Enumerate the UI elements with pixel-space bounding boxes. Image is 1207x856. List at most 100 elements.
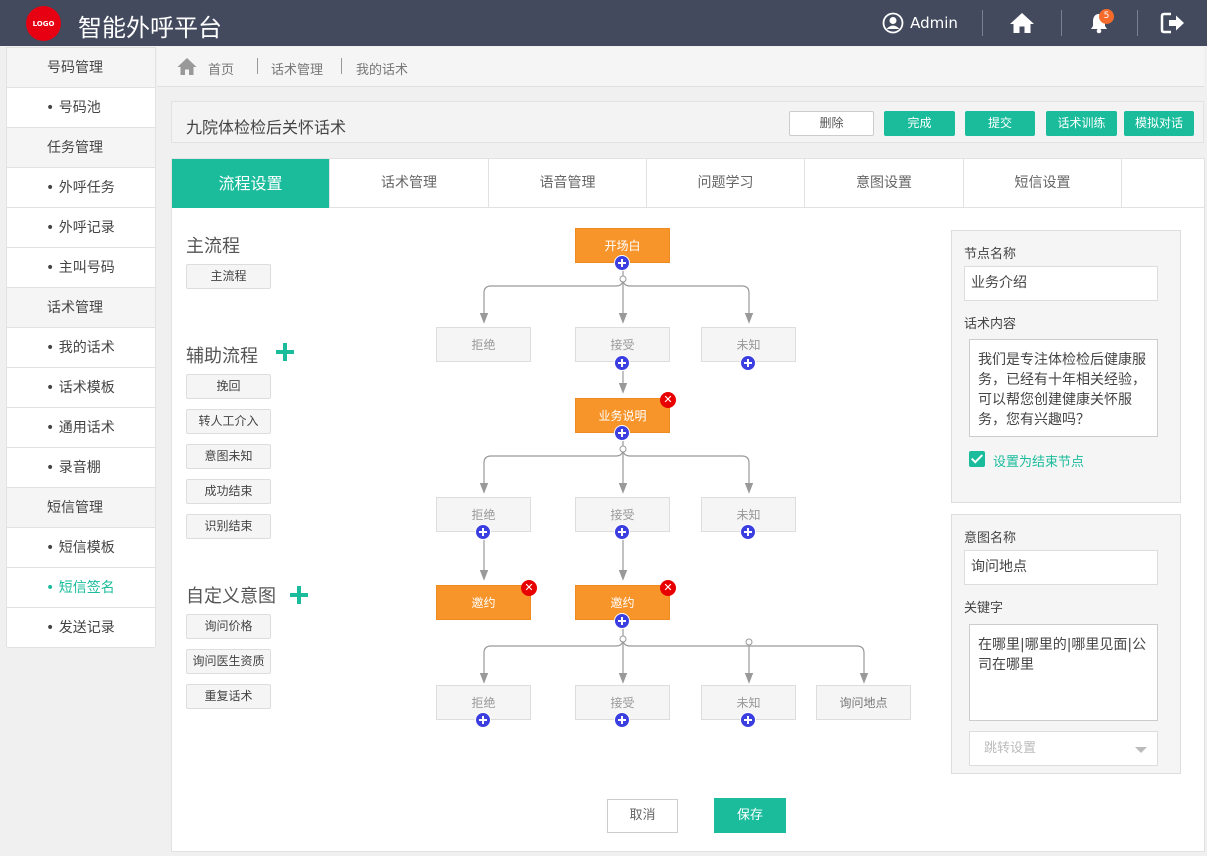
aux-flow-item[interactable]: 意图未知: [186, 444, 271, 469]
tab-script-management[interactable]: 话术管理: [330, 159, 489, 208]
breadcrumb-script-management[interactable]: 话术管理: [271, 63, 324, 78]
logout-icon: [1160, 12, 1184, 34]
home-button[interactable]: [1005, 0, 1039, 46]
add-node-icon[interactable]: [614, 613, 630, 629]
script-content-textarea[interactable]: 我们是专注体检检后健康服务，已经有十年相关经验，可以帮您创建健康关怀服务，您有兴…: [969, 339, 1158, 437]
sidebar: 号码管理 • 号码池 任务管理 • 外呼任务 • 外呼记录 • 主叫号码 话术管…: [6, 47, 156, 648]
intent-name-label: 意图名称: [964, 531, 1017, 546]
divider: [982, 10, 983, 36]
divider: [1061, 10, 1062, 36]
intent-settings-panel: 意图名称 询问地点 关键字 在哪里|哪里的|哪里见面|公司在哪里 跳转设置: [951, 514, 1181, 774]
end-node-label[interactable]: 设置为结束节点: [993, 455, 1085, 470]
tab-intent-settings[interactable]: 意图设置: [805, 159, 964, 208]
add-node-icon[interactable]: [475, 712, 491, 728]
sidebar-item-outbound-task[interactable]: • 外呼任务: [7, 168, 155, 208]
custom-intent-item[interactable]: 询问医生资质: [186, 649, 271, 674]
breadcrumb-separator: [341, 58, 342, 74]
sidebar-item-script-template[interactable]: • 话术模板: [7, 368, 155, 408]
custom-intent-title: 自定义意图: [186, 586, 276, 607]
breadcrumb-my-script: 我的话术: [356, 63, 409, 78]
node-settings-panel: 节点名称 业务介绍 话术内容 我们是专注体检检后健康服务，已经有十年相关经验，可…: [951, 230, 1181, 503]
sidebar-item-caller-number[interactable]: • 主叫号码: [7, 248, 155, 288]
add-aux-flow-icon[interactable]: [276, 343, 294, 361]
aux-flow-item[interactable]: 成功结束: [186, 479, 271, 504]
save-button[interactable]: 保存: [714, 798, 786, 833]
breadcrumb-separator: [257, 58, 258, 74]
branch-node-accept[interactable]: 接受: [575, 327, 670, 362]
cancel-button[interactable]: 取消: [607, 799, 678, 833]
script-header: 九院体检检后关怀话术 删除 完成 提交 话术训练 模拟对话: [171, 101, 1204, 143]
breadcrumb: 首页 话术管理 我的话术: [157, 47, 1204, 87]
sidebar-header-script[interactable]: 话术管理: [7, 288, 155, 328]
user-menu[interactable]: Admin: [880, 0, 960, 46]
node-name-input[interactable]: 业务介绍: [964, 266, 1158, 301]
complete-button[interactable]: 完成: [884, 111, 955, 136]
keyword-textarea[interactable]: 在哪里|哪里的|哪里见面|公司在哪里: [969, 624, 1158, 721]
main-flow-item[interactable]: 主流程: [186, 264, 271, 289]
tab-sms-settings[interactable]: 短信设置: [964, 159, 1122, 208]
sidebar-item-my-script[interactable]: • 我的话术: [7, 328, 155, 368]
notification-badge: 5: [1099, 9, 1114, 24]
sidebar-item-outbound-record[interactable]: • 外呼记录: [7, 208, 155, 248]
intent-name-input[interactable]: 询问地点: [964, 550, 1158, 585]
tab-question-learning[interactable]: 问题学习: [647, 159, 805, 208]
delete-node-icon[interactable]: ✕: [521, 580, 537, 596]
add-node-icon[interactable]: [740, 712, 756, 728]
logout-button[interactable]: [1158, 0, 1188, 46]
sidebar-item-common-script[interactable]: • 通用话术: [7, 408, 155, 448]
chevron-down-icon: [1135, 747, 1147, 753]
user-icon: [882, 12, 904, 34]
sidebar-item-number-pool[interactable]: • 号码池: [7, 88, 155, 128]
add-node-icon[interactable]: [614, 255, 630, 271]
aux-flow-item[interactable]: 转人工介入: [186, 409, 271, 434]
delete-node-icon[interactable]: ✕: [660, 392, 676, 408]
add-node-icon[interactable]: [614, 425, 630, 441]
sidebar-item-recording-studio[interactable]: • 录音棚: [7, 448, 155, 488]
app-title: 智能外呼平台: [78, 14, 222, 42]
user-name: Admin: [910, 14, 958, 32]
aux-flow-title: 辅助流程: [186, 346, 258, 367]
flow-connectors: [479, 255, 869, 684]
add-node-icon[interactable]: [740, 355, 756, 371]
jump-settings-placeholder: 跳转设置: [984, 741, 1037, 756]
add-node-icon[interactable]: [740, 524, 756, 540]
logo-text: LOGO: [32, 19, 55, 28]
sidebar-header-number[interactable]: 号码管理: [7, 48, 155, 88]
custom-intent-item[interactable]: 重复话术: [186, 684, 271, 709]
jump-settings-select[interactable]: 跳转设置: [969, 731, 1158, 766]
divider: [1137, 10, 1138, 36]
top-bar: LOGO 智能外呼平台 Admin 5: [0, 0, 1207, 46]
submit-button[interactable]: 提交: [965, 111, 1035, 136]
sidebar-header-task[interactable]: 任务管理: [7, 128, 155, 168]
add-custom-intent-icon[interactable]: [290, 586, 308, 604]
breadcrumb-home[interactable]: 首页: [208, 63, 235, 78]
script-title: 九院体检检后关怀话术: [186, 118, 347, 137]
add-node-icon[interactable]: [614, 355, 630, 371]
add-node-icon[interactable]: [475, 524, 491, 540]
aux-flow-item[interactable]: 识别结束: [186, 514, 271, 539]
delete-button[interactable]: 删除: [789, 111, 874, 136]
keyword-label: 关键字: [964, 601, 1004, 616]
aux-flow-item[interactable]: 挽回: [186, 374, 271, 399]
sidebar-item-send-record[interactable]: • 发送记录: [7, 608, 155, 648]
sidebar-item-sms-template[interactable]: • 短信模板: [7, 528, 155, 568]
script-content-label: 话术内容: [964, 317, 1017, 332]
home-icon: [177, 58, 197, 75]
add-node-icon[interactable]: [614, 712, 630, 728]
script-training-button[interactable]: 话术训练: [1046, 111, 1117, 136]
branch-node-ask-location[interactable]: 询问地点: [816, 685, 911, 720]
flow-node-invite[interactable]: 邀约: [436, 585, 531, 620]
custom-intent-item[interactable]: 询问价格: [186, 614, 271, 639]
node-name-label: 节点名称: [964, 247, 1017, 262]
end-node-checkbox[interactable]: [969, 451, 985, 467]
main-flow-title: 主流程: [186, 236, 240, 257]
tab-voice-management[interactable]: 语音管理: [489, 159, 647, 208]
sidebar-header-sms[interactable]: 短信管理: [7, 488, 155, 528]
branch-node-reject[interactable]: 拒绝: [436, 327, 531, 362]
sidebar-item-sms-signature[interactable]: • 短信签名: [7, 568, 155, 608]
tab-flow-settings[interactable]: 流程设置: [172, 159, 330, 208]
tab-bar: 流程设置 话术管理 语音管理 问题学习 意图设置 短信设置: [172, 159, 1204, 208]
delete-node-icon[interactable]: ✕: [660, 580, 676, 596]
simulate-dialog-button[interactable]: 模拟对话: [1124, 111, 1194, 136]
add-node-icon[interactable]: [614, 524, 630, 540]
